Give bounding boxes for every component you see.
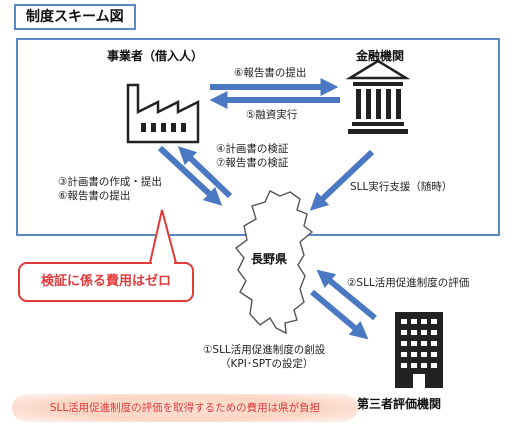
arrow-pref-to-thirdparty	[310, 289, 369, 340]
flow-report-submit-to-bank: ⑥報告書の提出	[234, 67, 307, 79]
prefecture-label: 長野県	[249, 250, 290, 267]
bank-icon	[345, 59, 411, 134]
factory-icon	[126, 83, 200, 144]
arrow-pref-to-borrower	[177, 146, 233, 199]
arrow-borrower-to-pref	[157, 145, 223, 206]
arrow-bank-to-pref	[309, 149, 375, 211]
third-party-label: 第三者評価機関	[357, 397, 442, 411]
diagram-title: 制度スキーム図	[14, 4, 136, 30]
cost-burden-note: SLL活用促進制度の評価を取得するための費用は県が負担	[12, 394, 358, 422]
building-icon	[395, 312, 443, 388]
flow-loan-execution: ⑤融資実行	[246, 109, 298, 121]
callout-joint	[152, 262, 174, 265]
flow-plan-create-submit: ③計画書の作成・提出	[58, 176, 162, 188]
cost-free-callout: 検証に係る費用はゼロ	[18, 262, 194, 302]
flow-system-creation: ①SLL活用促進制度の創設	[203, 344, 326, 356]
flow-report-submit-to-pref: ⑥報告書の提出	[58, 190, 131, 202]
borrower-label: 事業者（借入人）	[107, 49, 204, 63]
callout-pointer	[149, 209, 177, 264]
flow-system-evaluation: ②SLL活用促進制度の評価	[347, 277, 470, 289]
arrow-thirdparty-to-pref	[316, 269, 377, 321]
flow-kpi-spt: （KPI･SPTの設定）	[220, 358, 314, 370]
flow-verify-report: ⑦報告書の検証	[216, 157, 289, 169]
flow-verify-plan: ④計画書の検証	[216, 143, 289, 155]
bank-label: 金融機関	[356, 49, 405, 63]
flow-sll-support: SLL実行支援（随時）	[350, 181, 453, 193]
